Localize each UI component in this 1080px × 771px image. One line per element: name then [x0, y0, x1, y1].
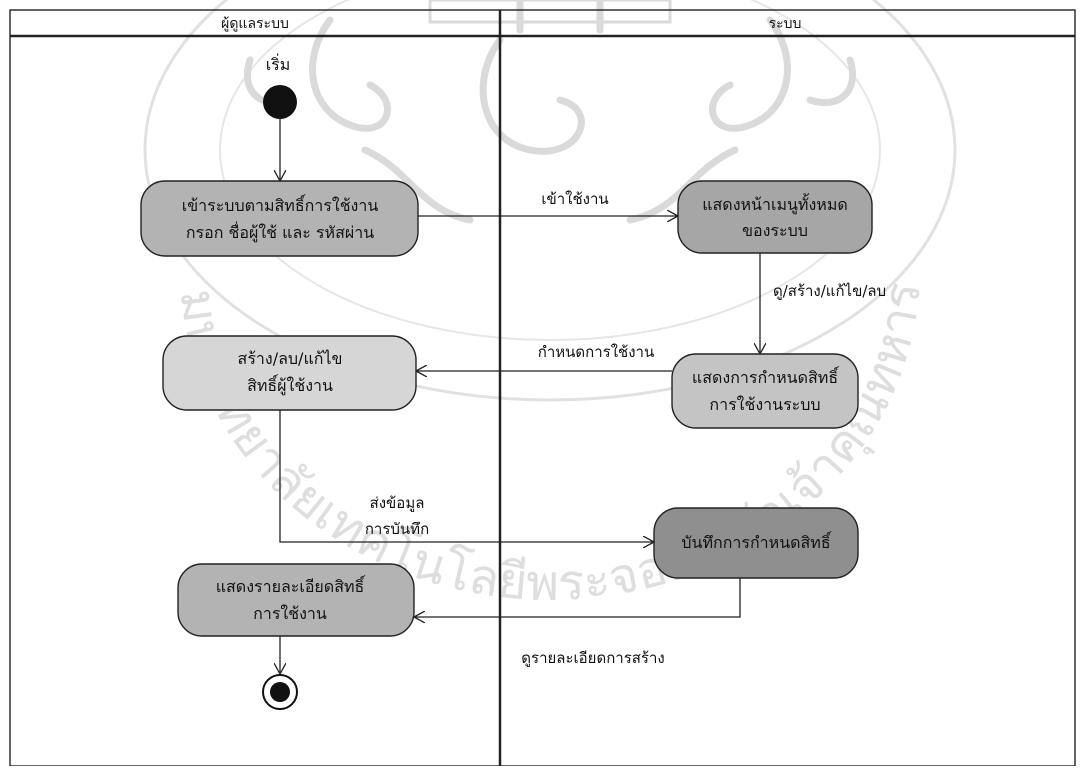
node-create-perm: สร้าง/ลบ/แก้ไข สิทธิ์ผู้ใช้งาน: [162, 335, 417, 411]
node-show-menu: แสดงหน้าเมนูทั้งหมด ของระบบ: [677, 180, 873, 254]
node-show-menu-line1: แสดงหน้าเมนูทั้งหมด: [702, 193, 848, 215]
edge-label-enter: เข้าใช้งาน: [541, 190, 608, 208]
node-show-detail-line2: การใช้งาน: [253, 604, 327, 623]
edge-create-to-save: [279, 410, 654, 542]
node-login-line1: เข้าระบบตามสิทธิ์การใช้งาน: [182, 194, 379, 215]
lane-header-system: ระบบ: [769, 16, 802, 32]
node-show-perm: แสดงการกำหนดสิทธิ์ การใช้งานระบบ: [671, 353, 859, 429]
node-show-menu-line2: ของระบบ: [742, 221, 808, 240]
edge-label-view-detail: ดูรายละเอียดการสร้าง: [521, 649, 664, 667]
node-login-line2: กรอก ชื่อผู้ใช้ และ รหัสผ่าน: [186, 221, 374, 243]
edges: [280, 119, 760, 674]
node-create-perm-line1: สร้าง/ลบ/แก้ไข: [238, 349, 343, 368]
edge-label-send-data: ส่งข้อมูล: [370, 494, 425, 512]
edge-label-view-edit: ดู/สร้าง/แก้ไข/ลบ: [773, 282, 886, 300]
node-show-detail-line1: แสดงรายละเอียดสิทธิ์: [216, 575, 366, 596]
lane-header-admin: ผู้ดูแลระบบ: [221, 16, 289, 32]
start-label: เริ่ม: [266, 53, 291, 74]
edge-save-to-detail: [414, 578, 741, 617]
end-node: [262, 674, 298, 710]
node-show-perm-line2: การใช้งานระบบ: [709, 395, 820, 414]
node-login: เข้าระบบตามสิทธิ์การใช้งาน กรอก ชื่อผู้ใ…: [140, 180, 419, 257]
edge-label-assign: กำหนดการใช้งาน: [538, 343, 654, 361]
node-show-perm-line1: แสดงการกำหนดสิทธิ์: [692, 366, 840, 387]
node-show-detail: แสดงรายละเอียดสิทธิ์ การใช้งาน: [177, 563, 415, 637]
edge-label-save-record: การบันทึก: [365, 520, 429, 538]
node-save-perm: บันทึกการกำหนดสิทธิ์: [653, 507, 859, 579]
node-create-perm-line2: สิทธิ์ผู้ใช้งาน: [247, 374, 333, 396]
node-save-perm-line1: บันทึกการกำหนดสิทธิ์: [681, 531, 832, 552]
start-node: [263, 85, 297, 119]
